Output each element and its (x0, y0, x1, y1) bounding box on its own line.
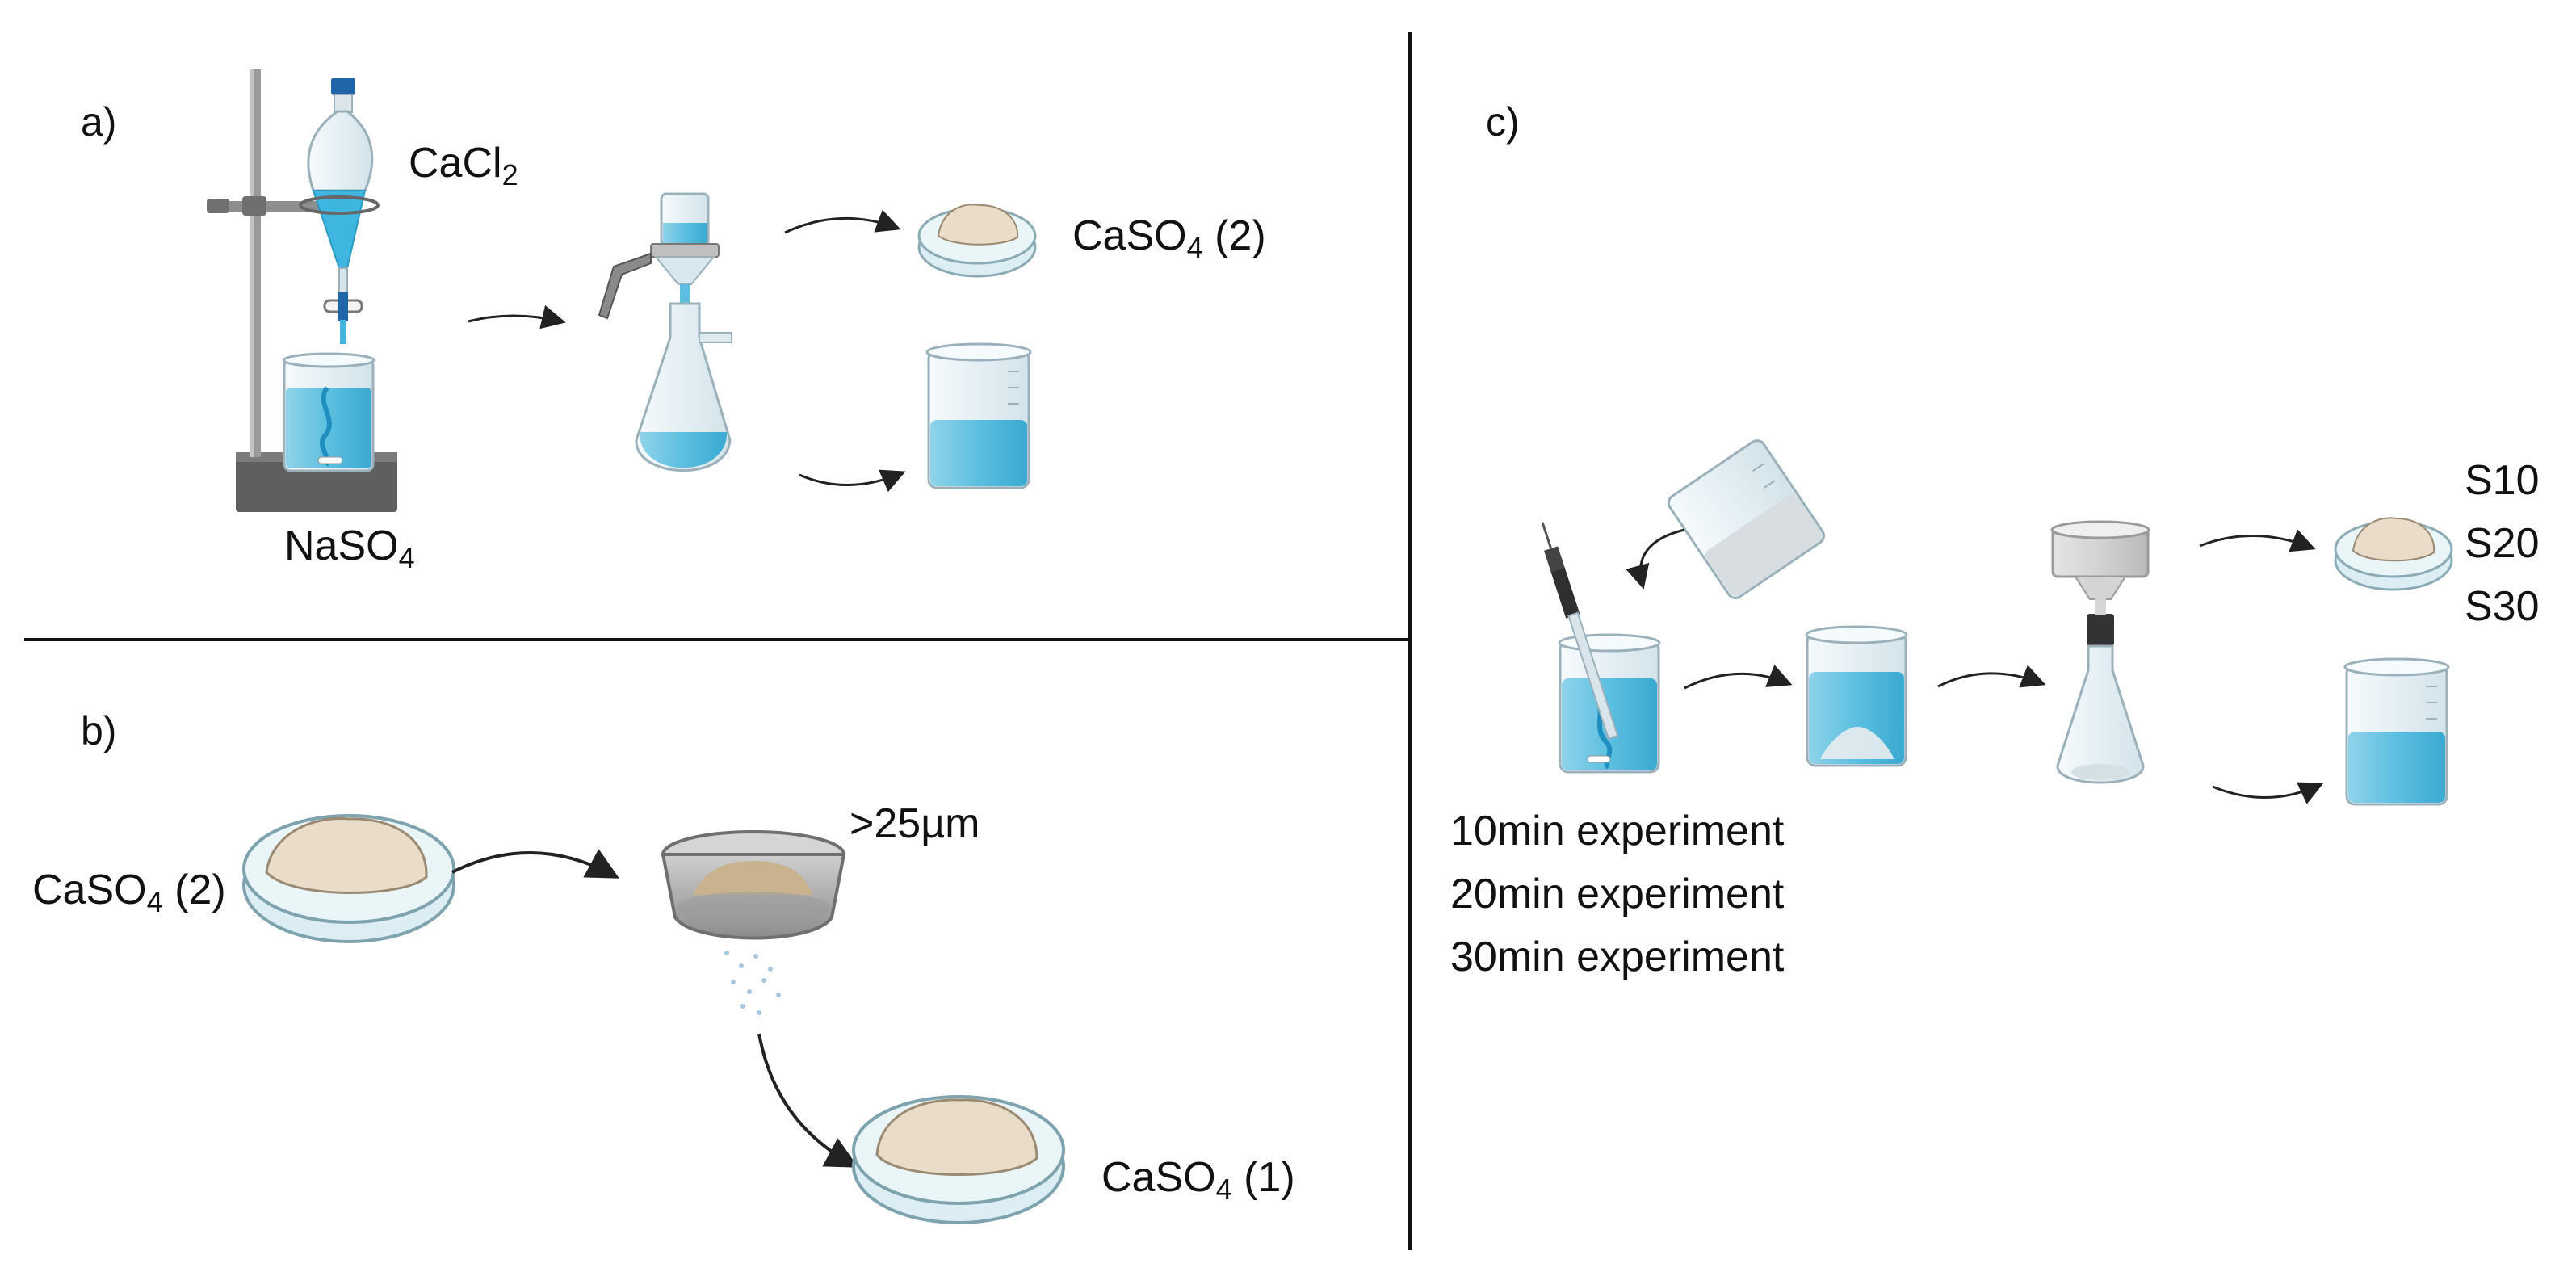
funnel-flask-icon (2050, 520, 2150, 784)
arrow-a1 (468, 304, 566, 329)
panel-b-drawing (242, 814, 1065, 1224)
output-caso4-tail: (1) (1231, 1154, 1295, 1201)
reagent-cacl2-base: CaCl (409, 140, 502, 187)
panel-a-tag: a) (81, 99, 117, 145)
arrow-c5 (2212, 782, 2324, 804)
arrow-b1 (451, 849, 620, 879)
panel-b-tag: b) (81, 708, 117, 753)
product-caso4-sub: 4 (1186, 231, 1203, 264)
arrow-c2 (1684, 665, 1793, 690)
output-caso4-sub: 4 (1215, 1173, 1232, 1206)
reagent-cacl2-label: CaCl2 (409, 139, 518, 192)
arrow-c3 (1937, 665, 2046, 688)
sample-item: S10 (2465, 457, 2540, 504)
arrow-c1 (1626, 528, 1685, 590)
sieve-icon (661, 830, 846, 1015)
experiment-item: 10min experiment (1450, 808, 1785, 854)
arrow-a2 (784, 209, 901, 234)
experiment-list: 10min experiment 20min experiment 30min … (1450, 800, 1784, 988)
reagent-naso4-label: NaSO4 (284, 522, 415, 575)
separatory-funnel-icon (299, 78, 380, 344)
beaker-icon (282, 352, 375, 472)
sample-list: S10 S20 S30 (2465, 449, 2540, 638)
reagent-naso4-base: NaSO (284, 523, 399, 569)
petri-dish-large-icon (242, 814, 455, 943)
reagent-cacl2-sub: 2 (501, 158, 518, 191)
experiment-item: 20min experiment (1450, 871, 1785, 917)
sample-item: S20 (2465, 520, 2540, 567)
arrow-c4 (2199, 529, 2316, 552)
input-caso4-2-label: CaSO4 (2) (32, 866, 226, 919)
sieve-size-label: >25µm (850, 800, 980, 847)
pouring-beaker-icon (1667, 439, 1826, 599)
panel-a-drawing (207, 69, 1037, 512)
output-caso4-1-label: CaSO4 (1) (1101, 1153, 1295, 1207)
petri-dish-output-icon (852, 1095, 1065, 1224)
experiment-item: 30min experiment (1450, 934, 1785, 980)
panel-c-tag: c) (1486, 99, 1520, 145)
vacuum-filtration-icon (598, 192, 732, 472)
sample-item: S30 (2465, 583, 2540, 630)
input-caso4-base: CaSO (32, 867, 147, 913)
arrow-b2 (757, 1033, 859, 1168)
filtrate-beaker-icon (925, 342, 1032, 489)
petri-dish-sample-icon (2334, 517, 2453, 591)
product-caso4-2-label: CaSO4 (2) (1072, 212, 1266, 265)
reagent-naso4-sub: 4 (398, 541, 415, 574)
electrode-beaker-icon (1541, 522, 1661, 774)
filtrate-beaker-c-icon (2343, 657, 2450, 806)
petri-dish-icon (917, 204, 1037, 278)
input-caso4-tail: (2) (162, 867, 226, 913)
input-caso4-sub: 4 (146, 885, 163, 918)
sediment-beaker-icon (1805, 625, 1908, 767)
panel-c-drawing (1541, 439, 2453, 806)
output-caso4-base: CaSO (1101, 1154, 1216, 1201)
product-caso4-base: CaSO (1072, 212, 1187, 259)
arrow-a3 (799, 469, 906, 493)
product-caso4-tail: (2) (1202, 212, 1266, 259)
